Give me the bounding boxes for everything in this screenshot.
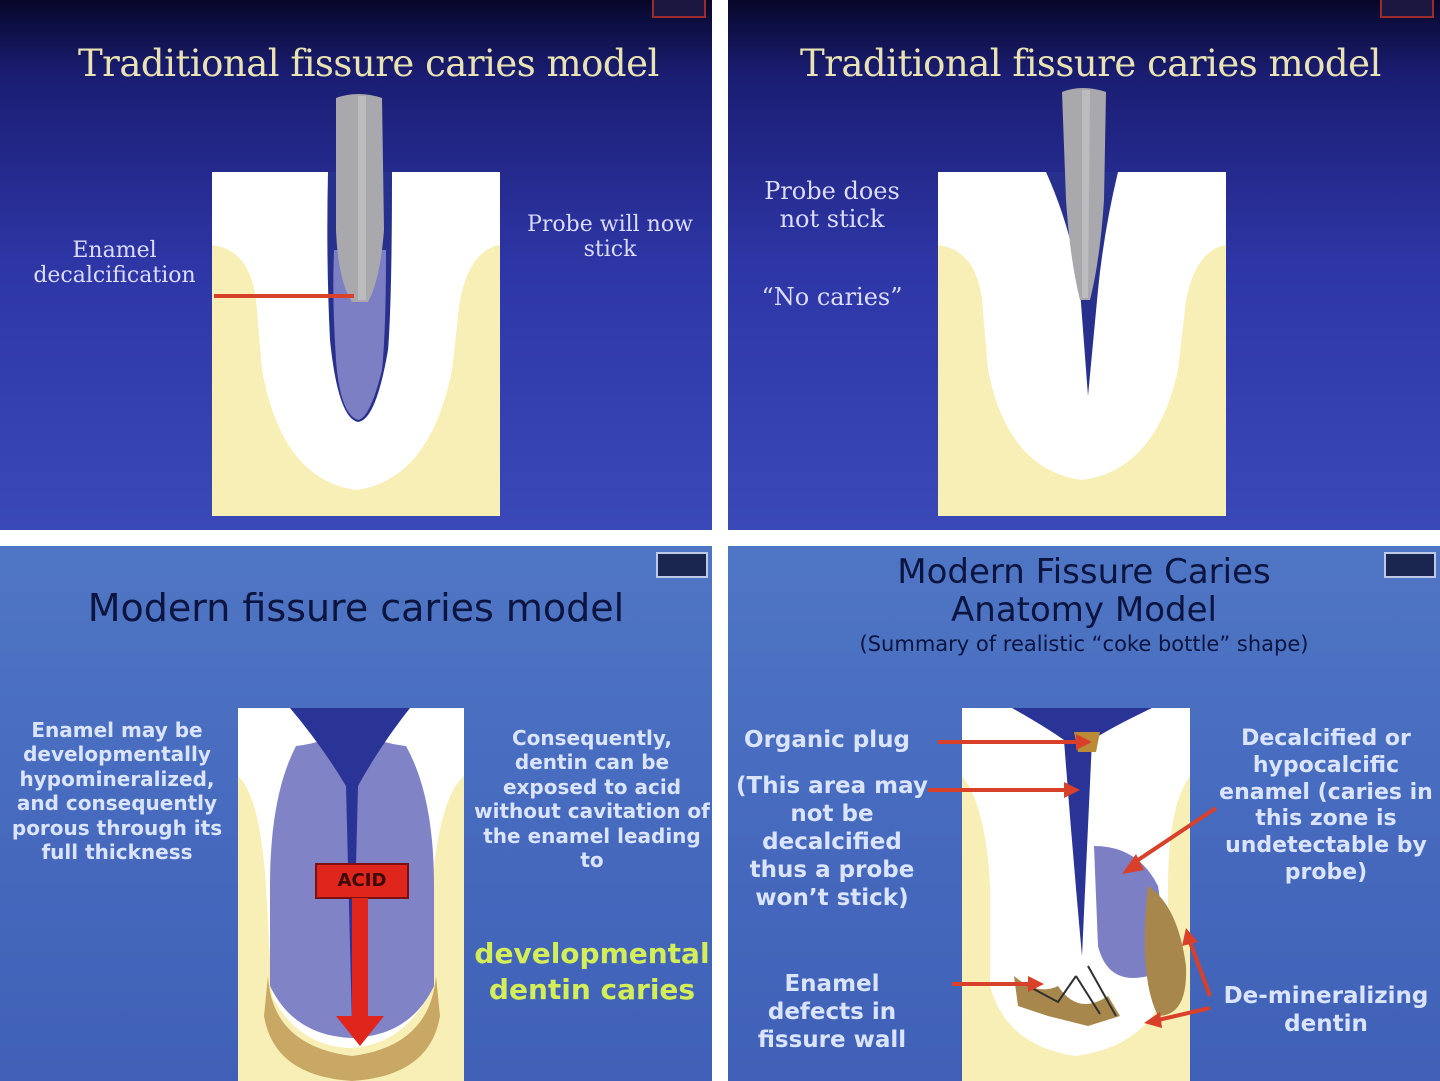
enamel-layer [938,172,1226,480]
label-enamel-defects: Enamel defects in fissure wall [757,971,907,1054]
arrow-demineralizing [1188,941,1212,997]
acid-arrow-head [336,1016,384,1046]
acid-label: ACID [337,870,387,891]
panel-title-line2: Anatomy Model [951,590,1217,630]
acid-arrow-shaft [352,898,368,1018]
panel-title: Modern fissure caries model [87,586,625,630]
panel-traditional-no-caries: Traditional fissure caries model Probe d… [728,0,1440,530]
panel-modern-fissure: Modern fissure caries model ACID Enamel … [0,546,712,1081]
fissure-wall-defect [1014,976,1120,1026]
label-area-note: (This area may not be decalcified thus a… [736,773,928,912]
corner-logo-icon [1384,552,1436,578]
label-demineralizing-dentin: De-mineralizing dentin [1223,983,1429,1038]
corner-logo-icon [652,0,706,18]
panel-title-line1: Modern Fissure Caries [897,552,1271,592]
dentin-caries-band [264,976,440,1081]
arrow-decalcified [1130,806,1218,866]
right-explanation: Consequently, dentin can be exposed to a… [474,726,710,872]
panel-title: Traditional fissure caries model [800,42,1381,85]
demineralizing-dentin [1144,886,1187,1016]
panel-modern-anatomy: Modern Fissure Caries Anatomy Model (Sum… [728,546,1440,1081]
label-probe-will-stick: Probe will now stick [527,212,693,263]
corner-logo-icon [656,552,708,578]
hypocalcific-enamel [1094,846,1162,978]
fissure-diagram [938,88,1226,516]
lesion-zone [333,250,386,420]
arrow-demineralizing-2 [1157,1006,1211,1022]
fissure-groove [1012,708,1152,956]
panel-traditional-probe-sticks: Traditional fissure caries model Enamel … [0,0,712,530]
corner-logo-icon [1380,0,1434,18]
label-probe-does-not-stick: Probe does not stick [764,177,900,233]
panel-subtitle: (Summary of realistic “coke bottle” shap… [859,632,1309,656]
label-decalcified-enamel: Decalcified or hypocalcific enamel (cari… [1219,726,1433,886]
left-explanation: Enamel may be developmentally hypominera… [11,718,223,864]
panel-title: Traditional fissure caries model [78,42,659,85]
label-enamel-decalcification: Enamel decalcification [33,238,196,289]
fissure-diagram [212,94,500,516]
fissure-diagram [928,708,1218,1081]
label-organic-plug: Organic plug [744,727,910,753]
developmental-dentin-caries: developmental dentin caries [474,937,710,1007]
label-no-caries: “No caries” [761,283,903,311]
fissure-diagram [238,708,464,1081]
